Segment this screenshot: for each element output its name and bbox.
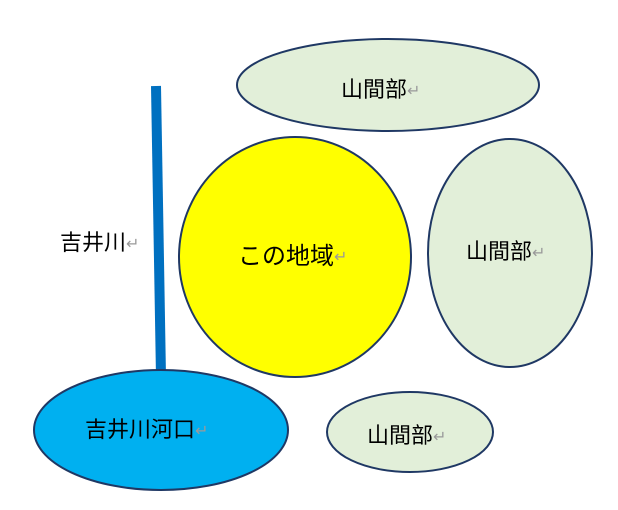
river-mouth-label: 吉井川河口↵ [85, 418, 208, 443]
this-area-shape [178, 136, 412, 378]
mountain-area-bottom-label: 山間部↵ [367, 424, 446, 449]
mountain-area-right-shape [427, 138, 593, 368]
mountain-area-top-shape [236, 38, 540, 132]
mountain-area-right-label: 山間部↵ [466, 240, 545, 265]
river-label: 吉井川↵ [60, 231, 139, 256]
river-mouth-shape [33, 369, 289, 491]
river-line [151, 85, 166, 378]
mountain-area-top-label: 山間部↵ [341, 78, 420, 103]
mountain-area-bottom-shape [326, 391, 494, 473]
this-area-label: この地域↵ [238, 242, 347, 270]
